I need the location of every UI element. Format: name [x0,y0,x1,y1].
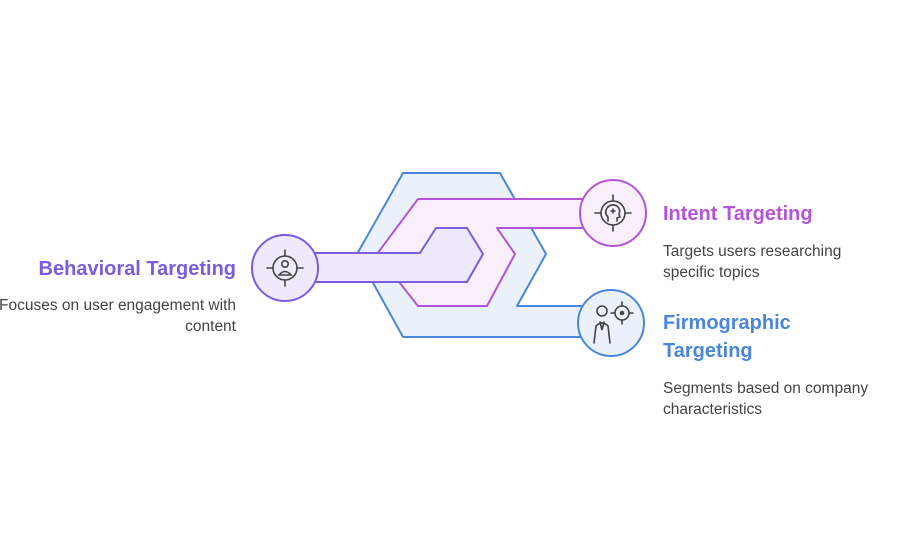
behavioral-targeting-title: Behavioral Targeting [38,258,236,280]
firmographic-targeting-description: Segments based on company characteristic… [663,380,869,418]
intent-targeting-description: Targets users researching specific topic… [663,243,842,281]
behavioral-targeting-description: Focuses on user engagement with content [0,297,236,335]
businessperson-target-icon [593,301,634,344]
intent-targeting-title: Intent Targeting [663,203,813,225]
firmographic-node [577,289,645,357]
user-target-icon [266,249,304,287]
firmographic-targeting-title: Firmographic Targeting [663,312,791,362]
head-target-icon [594,194,632,232]
intent-node [579,179,647,247]
behavioral-node [251,234,319,302]
behavioral-band [299,227,484,283]
